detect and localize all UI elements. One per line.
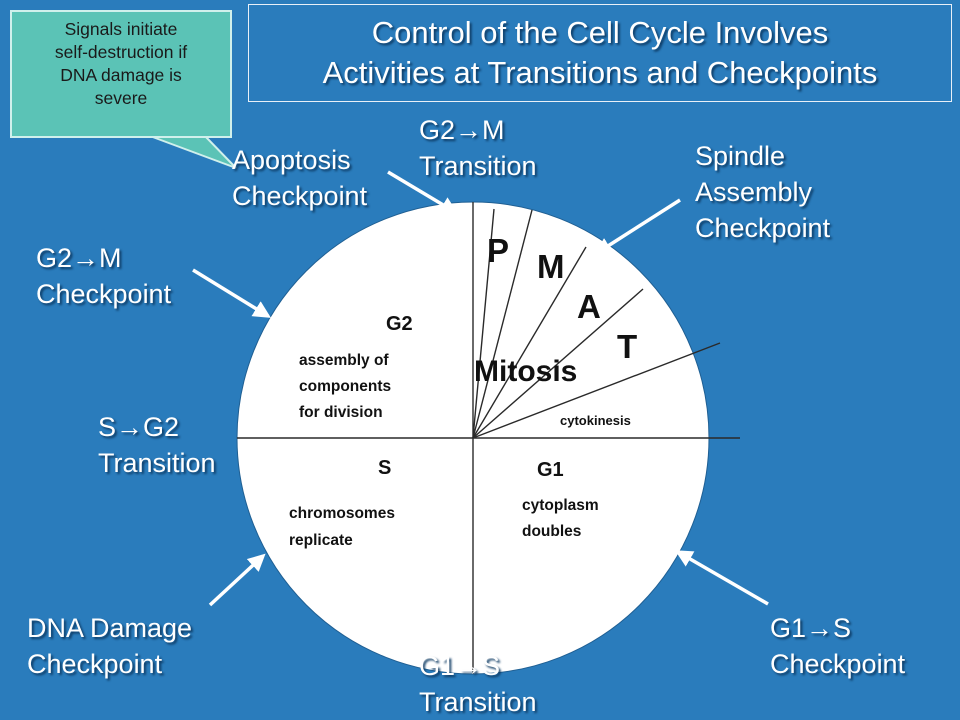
dna-damage-checkpoint-label: DNA Damage Checkpoint bbox=[27, 610, 192, 682]
telophase-label: T bbox=[617, 328, 637, 365]
mitosis-divider-5 bbox=[472, 342, 721, 439]
spindle-line-1: Spindle bbox=[695, 141, 786, 171]
mitosis-divider-4 bbox=[472, 288, 644, 439]
apoptosis-line-2: Checkpoint bbox=[232, 181, 368, 211]
g1-desc-1: cytoplasm bbox=[522, 497, 599, 514]
dna-damage-line-2: Checkpoint bbox=[27, 649, 163, 679]
spindle-line-3: Checkpoint bbox=[695, 213, 831, 243]
g2m-transition-label: G2→M Transition bbox=[419, 112, 537, 184]
callout-line-3: DNA damage is bbox=[60, 65, 182, 85]
s-desc-1: chromosomes bbox=[289, 505, 395, 522]
apoptosis-line-1: Apoptosis bbox=[232, 145, 351, 175]
prophase-label: P bbox=[487, 232, 509, 269]
g1s-checkpoint-line-1: G1→S bbox=[770, 613, 852, 643]
s-desc-2: replicate bbox=[289, 532, 353, 549]
apoptosis-callout: Signals initiate self-destruction if DNA… bbox=[10, 10, 232, 138]
callout-pointer bbox=[149, 135, 237, 169]
callout-line-1: Signals initiate bbox=[64, 19, 178, 39]
dna-damage-arrow bbox=[208, 553, 266, 607]
title-box: Control of the Cell Cycle Involves Activ… bbox=[248, 4, 952, 102]
callout-line-4: severe bbox=[94, 88, 148, 108]
dna-damage-line-1: DNA Damage bbox=[27, 613, 193, 643]
g1s-transition-line-2: Transition bbox=[419, 687, 537, 717]
title-line-1: Control of the Cell Cycle Involves bbox=[371, 15, 829, 50]
s-label: S bbox=[378, 457, 391, 479]
sg2-transition-line-2: Transition bbox=[98, 448, 216, 478]
g2m-transition-line-1: G2→M bbox=[419, 115, 505, 145]
g1s-transition-line-1: G1→S bbox=[419, 651, 501, 681]
spindle-assembly-checkpoint-label: Spindle Assembly Checkpoint bbox=[695, 138, 830, 246]
g2m-checkpoint-arrow bbox=[192, 268, 271, 318]
apoptosis-arrow bbox=[387, 170, 459, 214]
g2-label: G2 bbox=[386, 313, 413, 335]
g1s-checkpoint-arrow bbox=[674, 550, 769, 606]
g1s-checkpoint-label: G1→S Checkpoint bbox=[770, 610, 905, 682]
g2-desc-2: components bbox=[299, 378, 391, 395]
mitosis-label: Mitosis bbox=[474, 355, 577, 388]
g2m-transition-line-2: Transition bbox=[419, 151, 537, 181]
g2-desc-3: for division bbox=[299, 404, 383, 421]
g2-desc-1: assembly of bbox=[299, 352, 389, 369]
phase-dividers bbox=[237, 202, 740, 674]
spindle-arrow bbox=[594, 198, 681, 255]
callout-line-2: self-destruction if bbox=[54, 42, 188, 62]
metaphase-label: M bbox=[537, 248, 565, 285]
g2m-checkpoint-line-2: Checkpoint bbox=[36, 279, 172, 309]
apoptosis-checkpoint-label: Apoptosis Checkpoint bbox=[232, 142, 367, 214]
mitosis-divider-3 bbox=[472, 246, 587, 439]
g1-desc-2: doubles bbox=[522, 523, 581, 540]
spindle-line-2: Assembly bbox=[695, 177, 813, 207]
g1-label: G1 bbox=[537, 459, 564, 481]
g1s-checkpoint-line-2: Checkpoint bbox=[770, 649, 906, 679]
cytokinesis-label: cytokinesis bbox=[560, 413, 631, 428]
title-line-2: Activities at Transitions and Checkpoint… bbox=[322, 55, 878, 90]
anaphase-label: A bbox=[577, 288, 601, 325]
checkpoint-arrows bbox=[192, 170, 769, 607]
g2m-checkpoint-label: G2→M Checkpoint bbox=[36, 240, 171, 312]
mitosis-divider-1 bbox=[472, 208, 495, 439]
sg2-transition-line-1: S→G2 bbox=[98, 412, 180, 442]
g2m-checkpoint-line-1: G2→M bbox=[36, 243, 122, 273]
g1s-transition-label: G1→S Transition bbox=[419, 648, 537, 720]
mitosis-divider-2 bbox=[472, 209, 533, 439]
sg2-transition-label: S→G2 Transition bbox=[98, 409, 216, 481]
